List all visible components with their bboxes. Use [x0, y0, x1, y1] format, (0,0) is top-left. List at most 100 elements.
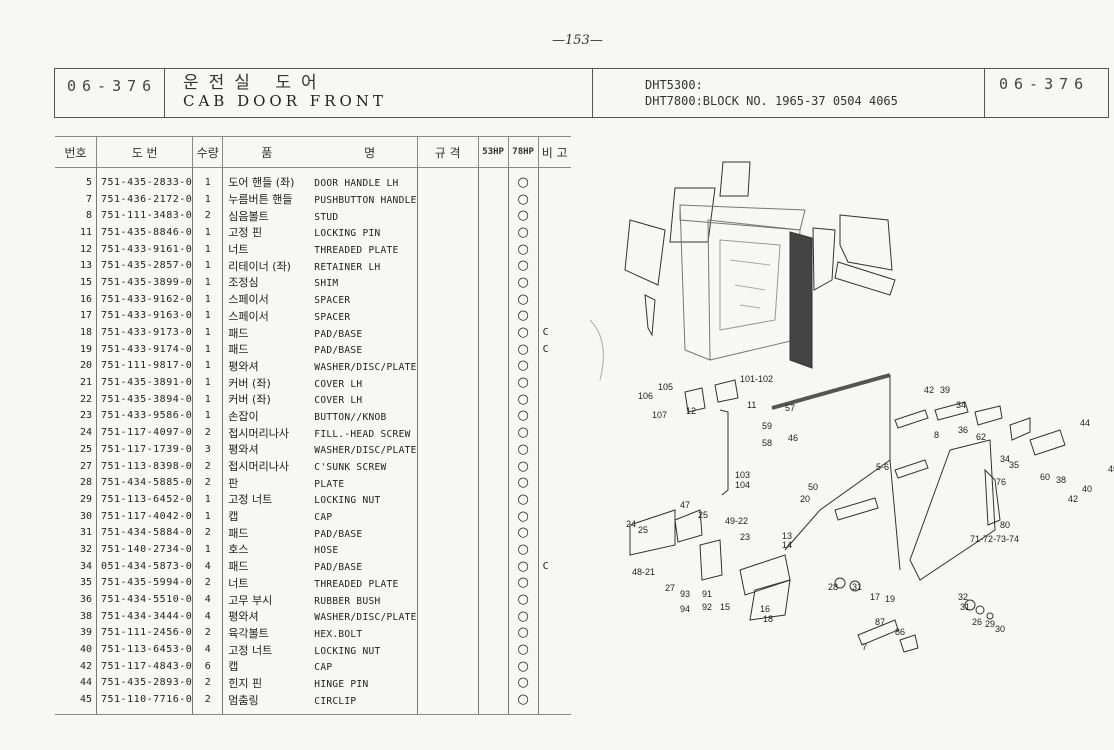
hp53-mark: [477, 307, 509, 325]
callout-label: 71-72-73-74: [970, 534, 1019, 544]
remark: [537, 591, 571, 608]
specification: [416, 257, 479, 275]
callout-label: 106: [638, 391, 653, 401]
part-number: 751-111-9817-0: [95, 357, 193, 375]
item-number: 35: [79, 577, 92, 589]
part-name-korean: 심음볼트: [228, 209, 269, 223]
quantity: 4: [192, 607, 223, 625]
part-name-english: FILL.-HEAD SCREW: [314, 428, 411, 440]
hp53-mark: [477, 557, 509, 575]
remark: [537, 274, 571, 291]
callout-label: 7: [862, 642, 867, 652]
quantity: 1: [192, 167, 223, 191]
part-name-english: HOSE: [314, 545, 339, 557]
part-name-english: THREADED PLATE: [314, 578, 399, 590]
page-number: —153—: [552, 33, 603, 48]
item-number: 23: [79, 410, 92, 422]
model-line-1: DHT5300:: [645, 78, 703, 92]
hp53-mark: [477, 324, 509, 341]
item-number: 22: [79, 393, 92, 405]
part-name-english: WASHER/DISC/PLATE: [314, 612, 417, 624]
item-number: 20: [79, 360, 92, 372]
part-number: 751-434-5510-0: [95, 591, 193, 608]
hp78-mark: ○: [507, 207, 539, 225]
item-number: 28: [79, 477, 92, 489]
quantity: 1: [192, 374, 223, 391]
callout-label: 32: [958, 592, 968, 602]
model-line-2: DHT7800:BLOCK NO. 1965-37 0504 4065: [645, 94, 898, 108]
remark: [537, 307, 571, 325]
hp53-mark: [477, 674, 509, 692]
part-name-korean: 호스: [228, 543, 249, 557]
remark: [537, 574, 571, 592]
callout-label: 50: [808, 482, 818, 492]
part-name-korean: 접시머리나사: [228, 426, 290, 440]
part-name-korean: 고정 너트: [228, 643, 273, 657]
item-number: 13: [79, 260, 92, 272]
hp53-mark: [477, 224, 509, 241]
quantity: 1: [192, 290, 223, 308]
callout-label: 48-21: [632, 567, 655, 577]
part-name-korean: 고무 부시: [228, 593, 273, 607]
part-name-english: DOOR HANDLE LH: [314, 178, 399, 190]
part-name-english: PAD/BASE: [314, 328, 363, 340]
part-name-english: CAP: [314, 512, 333, 524]
remark: [537, 541, 571, 558]
remark: C: [537, 324, 571, 341]
quantity: 1: [192, 224, 223, 241]
quantity: 2: [192, 674, 223, 692]
part-number: 751-434-5885-0: [95, 474, 193, 492]
item-number: 19: [79, 343, 92, 355]
specification: [416, 424, 479, 441]
item-number: 21: [79, 377, 92, 389]
specification: [416, 190, 479, 208]
callout-label: 36: [958, 425, 968, 435]
callout-label: 101-102: [740, 374, 773, 384]
part-name-korean: 패드: [228, 526, 249, 540]
callout-label: 103: [735, 470, 750, 480]
quantity: 2: [192, 424, 223, 441]
remark: C: [537, 557, 571, 575]
specification: [416, 674, 479, 692]
callout-label: 14: [782, 540, 792, 550]
part-name-korean: 평와셔: [228, 610, 259, 624]
part-number: 751-433-9163-0: [95, 307, 193, 325]
callout-label: 23: [740, 532, 750, 542]
remark: [537, 240, 571, 258]
hp53-mark: [477, 574, 509, 592]
callout-label: 24: [626, 519, 636, 529]
hp78-mark: ○: [507, 324, 539, 341]
item-number: 7: [85, 193, 92, 205]
specification: [416, 324, 479, 341]
callout-label: 31: [960, 602, 970, 612]
callout-label: 105: [658, 382, 673, 392]
hp53-mark: [477, 357, 509, 375]
part-name: 리테이너 (좌)RETAINER LH: [222, 257, 418, 275]
part-name-korean: 리테이너 (좌): [228, 259, 291, 273]
callout-label: 26: [972, 617, 982, 627]
part-name-english: SPACER: [314, 311, 351, 323]
hp53-mark: [477, 374, 509, 391]
callout-label: 76: [996, 477, 1006, 487]
callout-label: 34: [956, 400, 966, 410]
callout-label: 42: [924, 385, 934, 395]
part-name-english: CAP: [314, 662, 333, 674]
hp53-mark: [477, 290, 509, 308]
